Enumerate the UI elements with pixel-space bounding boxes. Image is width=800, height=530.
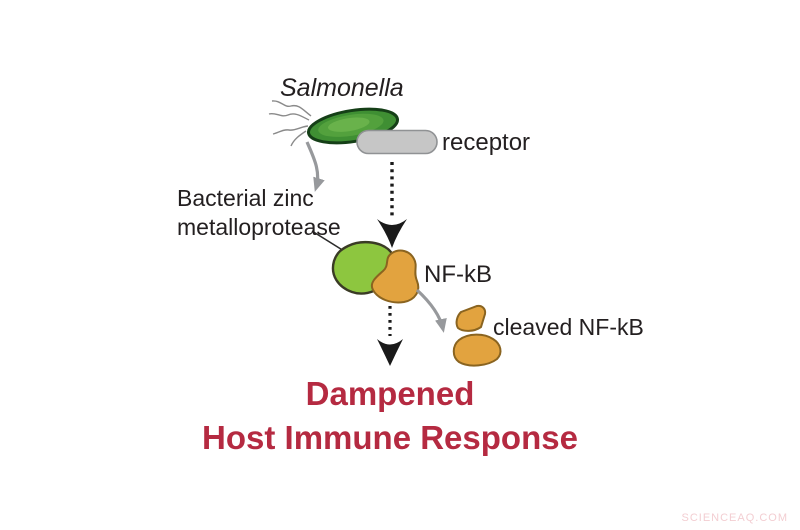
outcome-title-line1: Dampened <box>305 375 475 412</box>
nfkb-label: NF-kB <box>424 261 492 288</box>
signal-arrow-2 <box>377 306 403 366</box>
signal-arrow-1 <box>377 162 407 248</box>
outcome-title: Dampened Host Immune Response <box>0 372 780 460</box>
cleavage-arrow <box>415 288 447 333</box>
cleaved-nfkb-label: cleaved NF-kB <box>493 314 644 340</box>
cleaved-piece-large-icon <box>452 333 502 367</box>
cleaved-piece-small-icon <box>455 304 487 332</box>
protease-label-line2: metalloprotease <box>177 214 341 240</box>
black-arrowhead-icon <box>377 219 407 248</box>
watermark: SCIENCEAQ.COM <box>681 512 788 524</box>
protease-label-line1: Bacterial zinc <box>177 185 314 211</box>
black-arrowhead-icon <box>377 339 403 366</box>
protease-pointer-line <box>311 230 345 252</box>
outcome-title-line2: Host Immune Response <box>202 419 578 456</box>
flagella-icon <box>268 100 312 147</box>
protease-label: Bacterial zinc metalloprotease <box>177 184 347 242</box>
cleaved-nfkb-pieces-icon <box>452 304 502 367</box>
receptor-shape <box>356 129 438 155</box>
secretion-arrow <box>305 141 325 192</box>
salmonella-label: Salmonella <box>280 74 404 102</box>
receptor-label: receptor <box>442 129 531 156</box>
nfkb-blob-icon <box>370 249 420 304</box>
